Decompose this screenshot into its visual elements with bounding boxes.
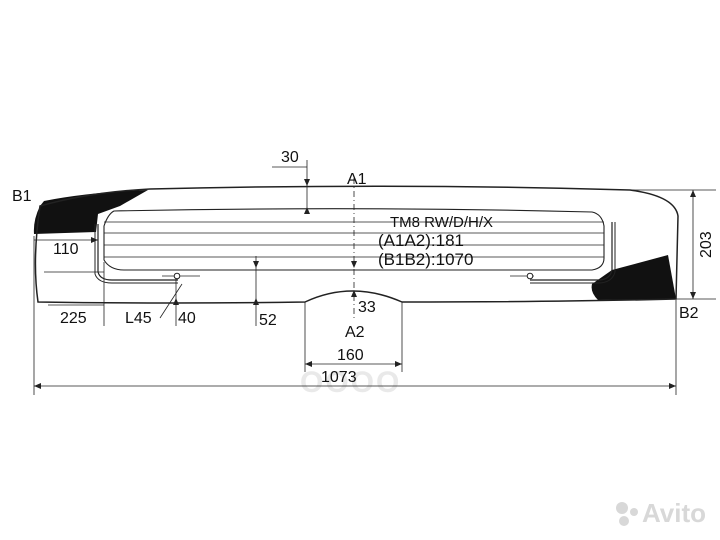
right-connector-terminal [526,272,534,280]
dim-203-arrow [690,292,696,299]
dim-l45-value: L45 [125,310,152,327]
dim-52-arrow [253,261,259,268]
dim-1073-arrow [34,383,41,389]
dim-1073-value: 1073 [321,369,357,386]
dim-225-value: 225 [60,310,87,327]
dim-40-value: 40 [178,310,196,327]
glass-outline [34,185,679,304]
dim-110-arrow [91,237,98,243]
avito-wordmark: Avito [642,498,706,528]
label-a1: A1 [347,171,367,188]
left-bus-wire [97,224,178,281]
glass-model-code: TM8 RW/D/H/X [390,214,493,231]
dim-110-value: 110 [53,241,79,258]
dim-160-arrow [305,361,312,367]
dim-203-value: 203 [698,231,715,258]
dim-160-arrow [395,361,402,367]
right-bus-wire [530,222,616,284]
dim-52-value: 52 [259,312,277,329]
left-bus-wire [94,224,178,284]
dim-33-arrow [351,261,357,268]
heating-grid-frame [103,208,605,271]
avito-logo-icon [616,502,628,514]
avito-logo-icon [630,508,638,516]
dim-30-arrow [304,207,310,214]
dim-30-value: 30 [281,149,299,166]
label-a2: A2 [345,324,365,341]
left-black-band [33,190,148,234]
dim-33-value: 33 [358,299,376,316]
dim-l45-leader [159,283,183,319]
a1a2-height: (A1A2):181 [378,231,464,250]
left-connector-terminal [173,272,181,280]
dim-40-arrow [173,298,179,305]
b1b2-width: (B1B2):1070 [378,250,473,269]
brand-watermark: OOOO [300,366,401,399]
avito-logo-icon [619,516,629,526]
right-bus-wire [530,222,613,281]
label-b2: B2 [679,305,699,322]
dim-30-arrow [304,179,310,186]
right-black-band [591,255,676,300]
dim-160-value: 160 [337,347,364,364]
label-b1: B1 [12,188,32,205]
avito-watermark: Avito [616,498,706,528]
dim-52-arrow [253,298,259,305]
dim-203-arrow [690,190,696,197]
dim-1073-arrow [669,383,676,389]
dim-33-arrow [351,290,357,297]
